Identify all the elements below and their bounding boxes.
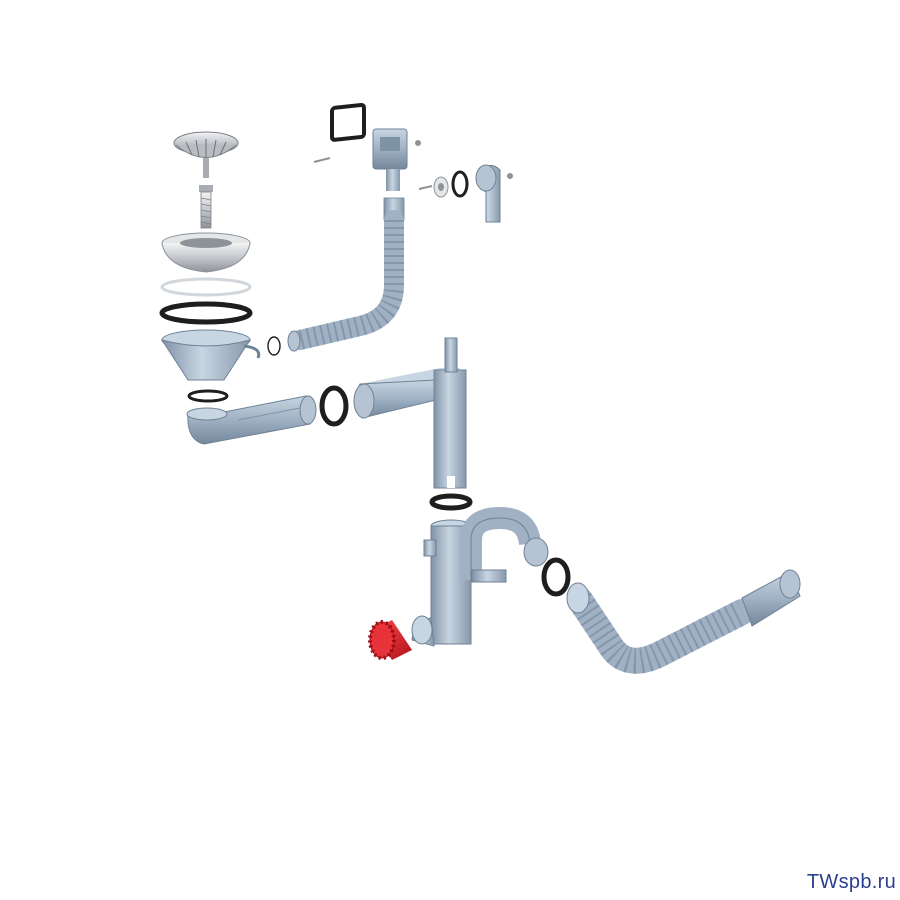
strainer-screw xyxy=(199,185,213,229)
watermark-text: TWspb.ru xyxy=(806,871,896,893)
corrugated-overflow-hose xyxy=(287,197,405,352)
overflow-plate xyxy=(313,103,421,191)
flat-washer xyxy=(160,277,252,297)
red-plug xyxy=(368,620,412,660)
drain-bowl xyxy=(161,232,251,273)
horizontal-drain-pipe xyxy=(186,395,317,445)
rubber-gasket-small xyxy=(187,389,229,403)
bottle-trap xyxy=(411,506,549,647)
rubber-gasket xyxy=(159,301,253,325)
drain-funnel xyxy=(160,329,261,381)
tee-gasket xyxy=(429,493,473,511)
pipe-gasket xyxy=(319,385,349,427)
trap-outlet-gasket xyxy=(541,557,571,597)
o-ring-small xyxy=(267,336,281,356)
tee-connector xyxy=(353,337,467,489)
overflow-elbow xyxy=(418,164,513,223)
corrugated-outlet-hose xyxy=(566,569,801,674)
strainer-basket xyxy=(173,131,239,178)
